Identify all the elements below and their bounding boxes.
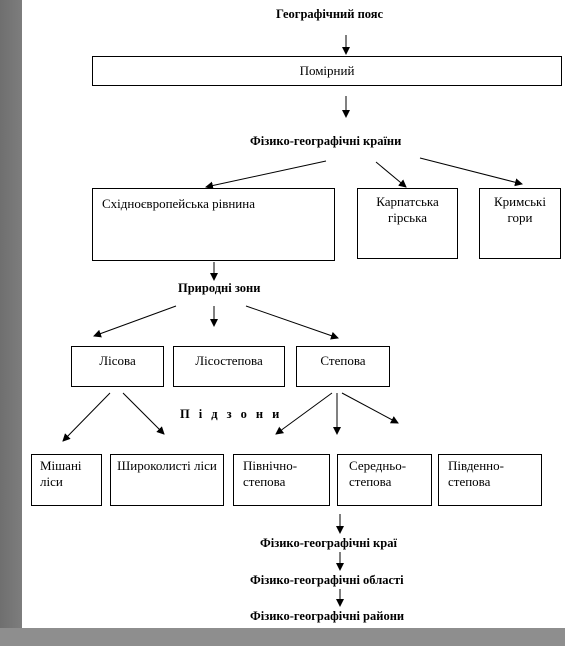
subzone-north-steppe: Північно-степова — [233, 454, 330, 506]
arrow-forest-to-mixed — [62, 392, 111, 442]
diagram-page — [22, 0, 565, 628]
country-carpathian: Карпатська гірська — [357, 188, 458, 259]
heading-natural-zones: Природні зони — [178, 281, 261, 295]
arrow-to-zone-forest — [93, 305, 177, 338]
heading-physio-geographic-countries: Фізико-географічні країни — [250, 134, 402, 148]
belt-temperate-box: Помірний — [92, 56, 562, 86]
slide-left-border — [0, 0, 22, 646]
title-geographic-belt: Географічний пояс — [276, 7, 384, 21]
heading-subzones: Підзони — [180, 407, 289, 421]
slide-bottom-border — [0, 628, 565, 646]
zone-forest-steppe: Лісостепова — [173, 346, 285, 387]
subzone-mixed-forests: Мішані ліси — [31, 454, 102, 506]
arrow-to-country-crimea — [419, 157, 523, 187]
arrow-steppe-to-north — [275, 392, 333, 435]
country-crimean-mountains: Кримські гори — [479, 188, 561, 259]
subzone-broadleaf-forests: Широколисті ліси — [110, 454, 224, 506]
arrow-to-country-carpathian — [375, 161, 407, 188]
country-east-european-plain: Східноєвропейська рівнина — [92, 188, 335, 261]
arrow-to-country-plain — [205, 160, 327, 190]
subzone-middle-steppe: Середньо-степова — [337, 454, 432, 506]
heading-physio-geographic-districts: Фізико-географічні райони — [250, 609, 405, 623]
zone-steppe: Степова — [296, 346, 390, 387]
subzone-south-steppe: Південно-степова — [438, 454, 542, 506]
arrow-steppe-to-south — [341, 392, 399, 424]
arrow-to-zone-steppe — [245, 305, 339, 340]
zone-forest: Лісова — [71, 346, 164, 387]
arrow-forest-to-broadleaf — [122, 392, 165, 435]
heading-physio-geographic-regions: Фізико-географічні краї — [260, 536, 397, 550]
heading-physio-geographic-areas: Фізико-географічні області — [250, 573, 404, 587]
